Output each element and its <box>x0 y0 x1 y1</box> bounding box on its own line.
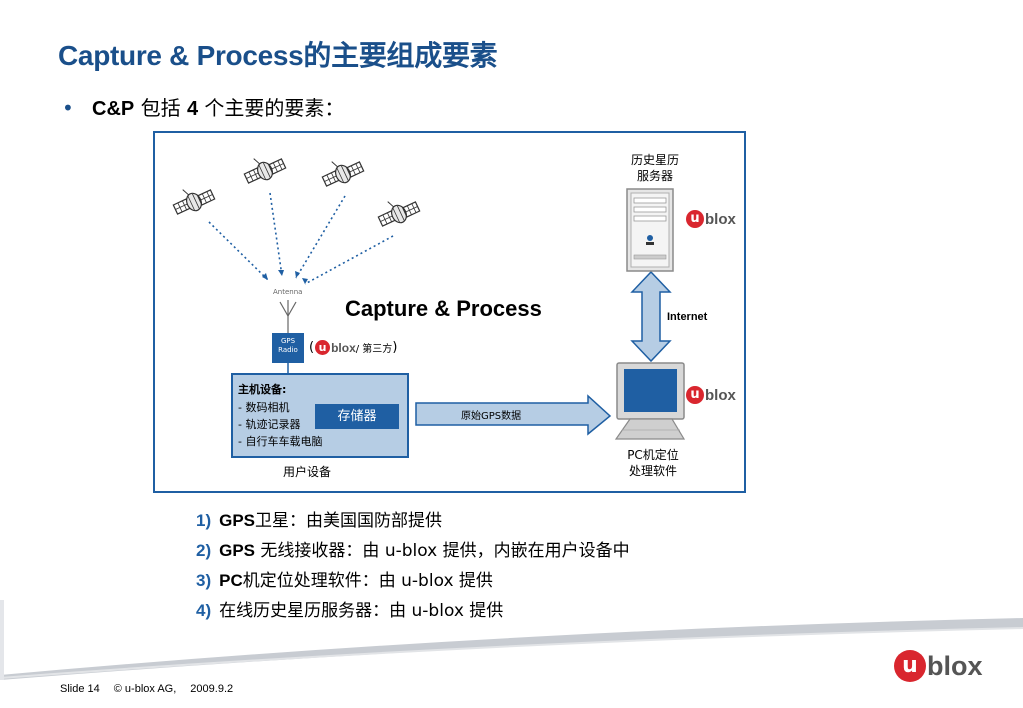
raw-data-arrow <box>415 394 612 436</box>
list-text: 无线接收器：由 u-blox 提供，内嵌在用户设备中 <box>255 541 630 561</box>
bullet-num: 4 <box>186 98 199 120</box>
satellite-icon <box>239 147 288 189</box>
ublox-logo-icon: u <box>894 650 926 682</box>
slide-title: Capture & Process的主要组成要素 <box>58 40 498 71</box>
ublox-third-party-label: ( u blox / 第三方 ) <box>309 340 397 355</box>
host-device-box: 主机设备: - 数码相机 - 轨迹记录器 - 自行车车载电脑 存储器 <box>231 373 409 458</box>
ublox-brand-text: blox <box>705 386 736 404</box>
gps-radio-line1: GPS <box>280 337 296 345</box>
ephemeris-line1: 历史星历 <box>630 153 679 167</box>
list-text: 机定位处理软件：由 u-blox 提供 <box>242 571 493 591</box>
ublox-brand-text: blox <box>331 340 356 355</box>
bullet-intro: • C&P 包括 4 个主要的要素： <box>62 92 344 121</box>
ephemeris-line2: 服务器 <box>636 169 673 183</box>
list-bold: PC <box>219 571 243 590</box>
satellite-icon <box>317 150 366 192</box>
ublox-logo: u blox <box>893 650 983 682</box>
slide-footer: Slide 14 © u-blox AG, 2009.9.2 <box>60 683 247 695</box>
left-edge-shade <box>0 600 4 680</box>
bullet-rest: 个主要的要素： <box>198 96 345 120</box>
list-item: 1) GPS卫星：由美国国防部提供 <box>196 506 442 531</box>
ublox-logo-pc: u blox <box>685 386 736 404</box>
ublox-brand-text: blox <box>705 210 736 228</box>
gps-radio-line2: Radio <box>278 346 298 354</box>
footer-date: 2009.9.2 <box>190 683 234 695</box>
pc-label-line1: PC机定位 <box>627 448 679 462</box>
list-number: 4) <box>196 601 212 620</box>
ublox-logo-server: u blox <box>685 210 736 228</box>
list-number: 2) <box>196 541 212 560</box>
satellite-icon <box>373 190 422 232</box>
bullet-dot: • <box>62 96 74 120</box>
host-device-title: 主机设备: <box>238 383 287 396</box>
slide-number: Slide 14 <box>60 683 100 695</box>
paren-open: ( <box>309 340 315 355</box>
ublox-logo-icon: u <box>686 210 704 228</box>
pc-label-line2: 处理软件 <box>628 464 677 478</box>
signal-arrowheads <box>262 270 308 284</box>
internet-label: Internet <box>667 311 708 323</box>
list-number: 1) <box>196 511 212 530</box>
host-item: - 自行车车载电脑 <box>238 435 323 448</box>
internet-arrow <box>630 270 672 363</box>
list-item: 2) GPS 无线接收器：由 u-blox 提供，内嵌在用户设备中 <box>196 536 630 561</box>
list-bold: GPS <box>219 541 256 560</box>
antenna-icon <box>279 300 297 333</box>
ublox-brand-text: blox <box>927 650 983 681</box>
host-item: - 轨迹记录器 <box>238 418 301 431</box>
user-device-label: 用户设备 <box>283 465 332 479</box>
signal-lines <box>208 192 394 285</box>
ephemeris-server-label: 历史星历 服务器 <box>612 152 698 184</box>
list-text: 卫星：由美国国防部提供 <box>255 511 443 531</box>
list-item: 4) 在线历史星历服务器：由 u-blox 提供 <box>196 596 503 621</box>
server-icon <box>626 188 674 272</box>
gps-radio-module: GPS Radio <box>272 333 304 363</box>
bullet-mid: 包括 <box>134 96 187 120</box>
list-number: 3) <box>196 571 212 590</box>
satellite-icon <box>168 178 217 220</box>
storage-block: 存储器 <box>315 404 399 429</box>
list-item: 3) PC机定位处理软件：由 u-blox 提供 <box>196 566 493 591</box>
list-text: 在线历史星历服务器：由 u-blox 提供 <box>219 601 504 621</box>
pc-icon <box>614 362 686 440</box>
pc-software-label: PC机定位 处理软件 <box>610 447 696 479</box>
bullet-lead: C&P <box>92 98 135 120</box>
list-bold: GPS <box>219 511 256 530</box>
ublox-logo-icon: u <box>686 386 704 404</box>
host-item: - 数码相机 <box>238 401 290 414</box>
capture-process-label: Capture & Process <box>345 296 542 321</box>
copyright: © u-blox AG, <box>113 683 177 695</box>
antenna-label: Antenna <box>273 288 303 296</box>
third-party-text: / 第三方 <box>355 344 393 355</box>
raw-gps-data-label: 原始GPS数据 <box>461 411 522 422</box>
paren-close: ) <box>392 340 398 355</box>
ublox-logo-icon: u <box>315 340 331 355</box>
bottom-swoosh <box>0 618 1023 680</box>
